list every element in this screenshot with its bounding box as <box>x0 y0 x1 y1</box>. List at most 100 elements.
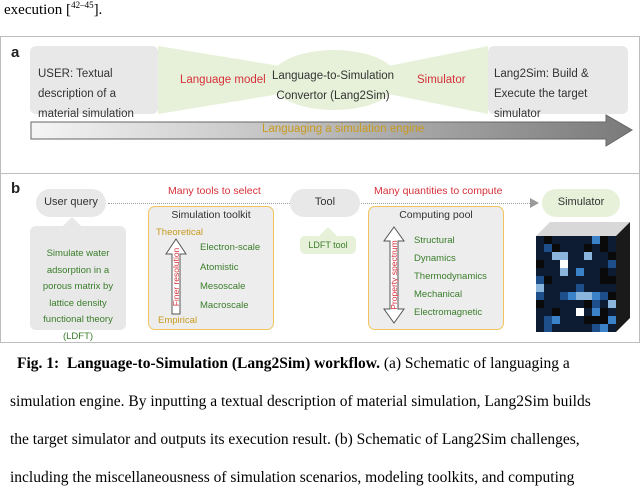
toolkit-item: Macroscale <box>200 300 249 311</box>
toolkit-top-label: Theoretical <box>156 227 203 238</box>
cube-voxel <box>600 260 608 268</box>
cube-voxel <box>576 252 584 260</box>
user-query-label: User query <box>44 196 98 208</box>
cube-voxel <box>608 276 616 284</box>
cube-voxel <box>552 260 560 268</box>
cube-front <box>536 236 616 332</box>
cube-voxel <box>584 276 592 284</box>
cube-voxel <box>568 324 576 332</box>
cube-voxel <box>552 276 560 284</box>
caption-line-4: including the miscellaneousness of simul… <box>10 469 575 486</box>
cube-voxel <box>536 244 544 252</box>
toolkit-bottom-label: Empirical <box>158 315 198 326</box>
user-box-bg <box>30 46 158 114</box>
cube-voxel <box>600 276 608 284</box>
cube-voxel <box>600 244 608 252</box>
pool-item: Thermodynamics <box>414 271 487 282</box>
cube-voxel <box>544 244 552 252</box>
cube-voxel <box>584 300 592 308</box>
toolkit-item: Electron-scale <box>200 242 261 253</box>
converter-line-1: Language-to-Simulation <box>271 70 395 82</box>
property-spectrum-arrow <box>383 226 405 324</box>
cube-voxel <box>536 268 544 276</box>
cube-voxel <box>600 300 608 308</box>
ldft-tool-label: LDFT tool <box>308 240 348 250</box>
cube-voxel <box>600 324 608 332</box>
cube-voxel <box>544 308 552 316</box>
user-query-note <box>30 226 126 330</box>
workflow-arrow <box>30 114 633 147</box>
cube-voxel <box>560 236 568 244</box>
cube-voxel <box>584 244 592 252</box>
cube-voxel <box>544 260 552 268</box>
cube-voxel <box>536 308 544 316</box>
cube-voxel <box>568 244 576 252</box>
output-box-text: Lang2Sim: Build & Execute the target sim… <box>494 68 589 120</box>
converter-ellipse <box>270 50 398 110</box>
pool-item: Electromagnetic <box>414 307 483 318</box>
cube-voxel <box>552 324 560 332</box>
cube-voxel <box>568 300 576 308</box>
pool-item: Structural <box>414 235 455 246</box>
cube-voxel <box>536 292 544 300</box>
cube-voxel <box>584 316 592 324</box>
pool-item: Mechanical <box>414 289 463 300</box>
cube-voxel <box>608 308 616 316</box>
preceding-text: execution [42–45]. <box>4 0 102 19</box>
cube-voxel <box>536 284 544 292</box>
cube-voxel <box>536 324 544 332</box>
cube-voxel <box>584 284 592 292</box>
finer-resolution-arrow <box>165 238 187 315</box>
caption-line-1: Fig. 1: Language-to-Simulation (Lang2Sim… <box>17 356 570 372</box>
pool-title: Computing pool <box>399 209 473 221</box>
cube-voxel <box>608 324 616 332</box>
simulator-funnel <box>388 46 488 114</box>
cube-voxel <box>600 236 608 244</box>
cube-voxel <box>552 308 560 316</box>
caption-line-2: simulation engine. By inputting a textua… <box>10 393 591 410</box>
toolkit-item: Atomistic <box>200 262 239 273</box>
citation-ref: 42–45 <box>71 0 94 10</box>
cube-voxel <box>560 316 568 324</box>
cube-voxel <box>576 316 584 324</box>
cube-voxel <box>608 252 616 260</box>
cube-voxel <box>560 308 568 316</box>
cube-voxel <box>584 292 592 300</box>
cube-voxel <box>552 244 560 252</box>
cube-top <box>536 222 630 236</box>
panel-divider <box>0 173 640 174</box>
caption-fig-title: Language-to-Simulation (Lang2Sim) workfl… <box>66 355 380 372</box>
cube-voxel <box>608 316 616 324</box>
pool-item: Dynamics <box>414 253 456 264</box>
cube-voxel <box>576 236 584 244</box>
cube-voxel <box>592 260 600 268</box>
simulation-toolkit-box <box>148 206 274 330</box>
cube-voxel <box>560 268 568 276</box>
cube-voxel <box>576 276 584 284</box>
cube-voxel <box>552 292 560 300</box>
simulator-bubble-label: Simulator <box>557 196 605 208</box>
cube-voxel <box>608 244 616 252</box>
cube-voxel <box>568 260 576 268</box>
many-quantities-label: Many quantities to compute <box>374 185 503 197</box>
user-query-bubble <box>36 189 106 217</box>
cube-voxel <box>544 316 552 324</box>
cube-voxel <box>568 252 576 260</box>
cube-voxel <box>536 252 544 260</box>
cube-voxel <box>592 316 600 324</box>
cube-voxel <box>544 284 552 292</box>
user-query-pointer <box>62 217 82 227</box>
preceding-text-main: execution [ <box>4 2 72 18</box>
cube-side <box>616 222 630 332</box>
cube-voxel <box>608 260 616 268</box>
panel-b-label: b <box>11 180 21 197</box>
property-spectrum-label: Property spectrum <box>389 240 399 310</box>
cube-voxel <box>576 284 584 292</box>
simulator-bubble <box>542 189 620 217</box>
cube-voxel <box>592 284 600 292</box>
cube-voxel <box>576 292 584 300</box>
cube-voxel <box>584 308 592 316</box>
cube-voxel <box>560 260 568 268</box>
cube-voxel <box>608 236 616 244</box>
cube-voxel <box>576 268 584 276</box>
